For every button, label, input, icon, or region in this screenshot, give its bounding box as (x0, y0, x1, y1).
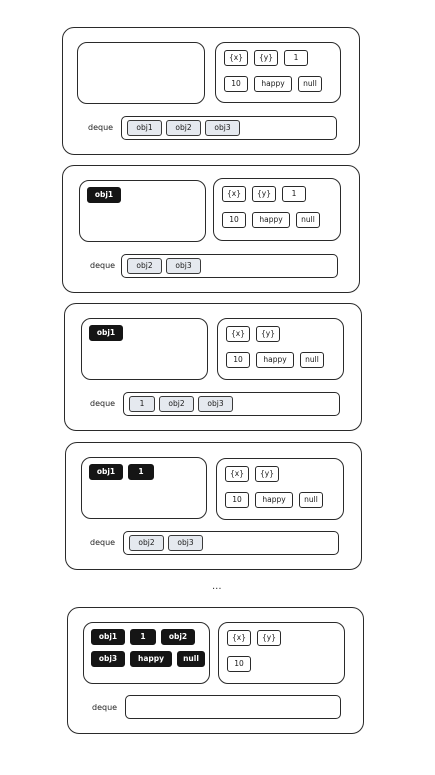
pool-object-chip: 1 (284, 50, 308, 66)
held-object-chip: happy (130, 651, 172, 667)
pool-object-chip: {y} (257, 630, 281, 646)
deque-track (125, 695, 341, 719)
pool-object-chip: null (300, 352, 324, 368)
pool-object-chip: 10 (225, 492, 249, 508)
deque-label: deque (92, 703, 118, 712)
step-separator: ... (212, 581, 222, 592)
pool-object-chip: 1 (282, 186, 306, 202)
pool-object-chip: happy (256, 352, 294, 368)
pool-object-chip: {x} (225, 466, 249, 482)
deque-label: deque (90, 399, 116, 408)
deque-label: deque (88, 123, 114, 132)
deque-item-chip: obj3 (205, 120, 240, 136)
pool-object-chip: 10 (226, 352, 250, 368)
pool-object-chip: 10 (224, 76, 248, 92)
held-object-chip: 1 (128, 464, 154, 480)
deque-label: deque (90, 261, 116, 270)
pool-object-chip: 10 (222, 212, 246, 228)
deque-item-chip: obj3 (168, 535, 203, 551)
held-object-chip: obj1 (89, 325, 123, 341)
held-object-chip: obj1 (87, 187, 121, 203)
pool-object-chip: {x} (224, 50, 248, 66)
held-object-chip: null (177, 651, 205, 667)
deque-item-chip: obj2 (127, 258, 162, 274)
pool-object-chip: happy (252, 212, 290, 228)
held-object-chip: 1 (130, 629, 156, 645)
pool-object-chip: {y} (255, 466, 279, 482)
pool-object-chip: {y} (252, 186, 276, 202)
pool-object-chip: {x} (222, 186, 246, 202)
deque-item-chip: obj2 (129, 535, 164, 551)
held-objects-box (77, 42, 205, 104)
pool-object-chip: happy (254, 76, 292, 92)
deque-item-chip: obj1 (127, 120, 162, 136)
deque-label: deque (90, 538, 116, 547)
held-object-chip: obj1 (89, 464, 123, 480)
pool-object-chip: {y} (254, 50, 278, 66)
held-object-chip: obj3 (91, 651, 125, 667)
deque-item-chip: obj3 (198, 396, 233, 412)
deque-item-chip: obj2 (159, 396, 194, 412)
pool-object-chip: 10 (227, 656, 251, 672)
pool-object-chip: null (298, 76, 322, 92)
pool-object-chip: {x} (226, 326, 250, 342)
pool-object-chip: {x} (227, 630, 251, 646)
deque-item-chip: obj2 (166, 120, 201, 136)
held-object-chip: obj1 (91, 629, 125, 645)
pool-object-chip: null (296, 212, 320, 228)
held-object-chip: obj2 (161, 629, 195, 645)
pool-object-chip: null (299, 492, 323, 508)
pool-object-chip: {y} (256, 326, 280, 342)
pool-object-chip: happy (255, 492, 293, 508)
deque-item-chip: obj3 (166, 258, 201, 274)
deque-item-chip: 1 (129, 396, 155, 412)
